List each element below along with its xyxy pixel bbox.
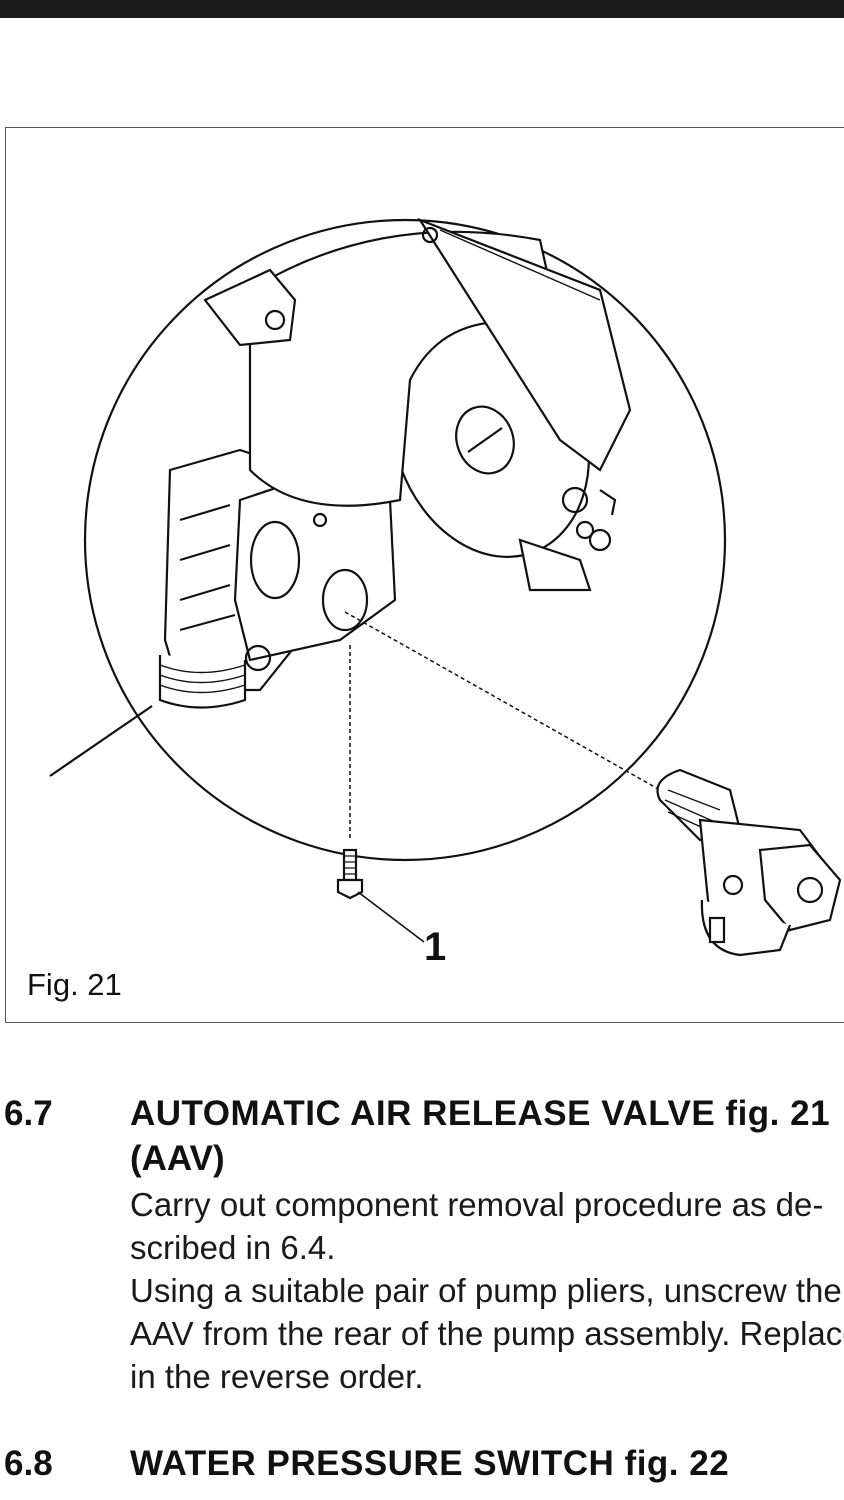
screw-shank <box>342 848 358 882</box>
section-6-8: 6.8 WATER PRESSURE SWITCH fig. 22 <box>0 1440 844 1500</box>
body-line: scribed in 6.4. <box>130 1229 336 1266</box>
section-heading: WATER PRESSURE SWITCH fig. 22 <box>130 1444 730 1483</box>
section-number: 6.8 <box>4 1444 53 1483</box>
body-line: Using a suitable pair of pump pliers, un… <box>130 1272 842 1309</box>
pump-assembly-illustration <box>49 217 842 957</box>
figure-frame <box>5 127 844 1023</box>
aav-guide-line <box>344 611 661 791</box>
aav-hex-cap <box>758 843 842 932</box>
detail-circle <box>83 218 727 862</box>
section-6-7: 6.7 AUTOMATIC AIR RELEASE VALVE fig. 21 … <box>0 1090 844 1420</box>
callout-number: 1 <box>424 925 447 969</box>
callout-leader <box>357 891 425 943</box>
body-line: in the reverse order. <box>130 1358 424 1395</box>
circle-leader-line <box>49 705 153 777</box>
terminal-box <box>417 217 632 472</box>
section-heading: AUTOMATIC AIR RELEASE VALVE fig. 21 <box>130 1094 831 1133</box>
threaded-outlet <box>158 655 247 709</box>
figure-caption: Fig. 21 <box>27 967 122 1002</box>
aav-component <box>656 768 842 957</box>
body-line: AAV from the rear of the pump assembly. … <box>130 1315 844 1352</box>
body-line: Carry out component removal procedure as… <box>130 1186 824 1223</box>
section-subheading: (AAV) <box>130 1139 225 1178</box>
top-bar <box>0 0 844 18</box>
section-number: 6.7 <box>4 1094 53 1133</box>
screw-head <box>336 878 364 900</box>
